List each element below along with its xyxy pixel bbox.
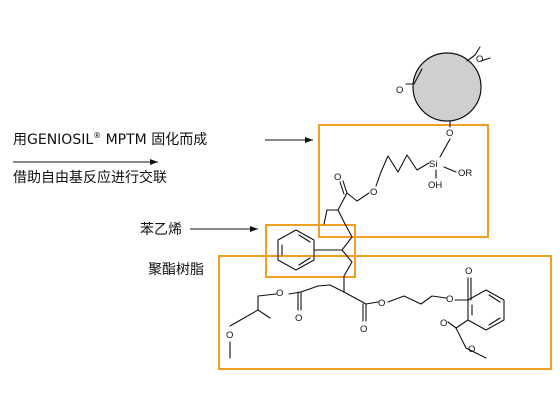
or-group: OR xyxy=(458,168,472,179)
oxygen-atom-top: O xyxy=(476,54,483,65)
chain-o-bond xyxy=(375,171,382,187)
right-carbonyl-oxygen: O xyxy=(360,324,367,335)
ester-oxygen: O xyxy=(370,187,377,198)
phthalate-top-oxygen: O xyxy=(465,266,472,277)
methoxy-bond-top xyxy=(466,46,481,62)
phthalate-lower-oxygen: O xyxy=(440,318,447,329)
benzene-inner-bonds xyxy=(281,234,311,266)
right-ester-oxygen: O xyxy=(378,298,385,309)
geniosil-label: 用GENIOSIL® MPTM 固化而成 xyxy=(13,131,207,148)
polyester-oxygen-left: O xyxy=(276,288,283,299)
phthalate-ring xyxy=(467,289,505,331)
propyl-chain xyxy=(380,154,430,173)
oxygen-atom-left: O xyxy=(396,85,403,96)
phthalate-lower-ester xyxy=(447,319,469,329)
ethylene-glycol-chain xyxy=(387,295,447,305)
phthalate-top-carbonyl xyxy=(467,277,472,301)
si-or-bond xyxy=(443,166,457,173)
carbonyl-double-bond xyxy=(339,180,348,195)
styrene-label: 苯乙烯 xyxy=(140,221,182,238)
silica-particle-icon xyxy=(412,52,482,122)
methyl-branch xyxy=(257,309,271,319)
phthalate-oxygen: O xyxy=(446,294,453,305)
methyl-ester-chain xyxy=(455,327,487,359)
polymer-backbone xyxy=(323,192,353,277)
polyester-frame xyxy=(218,255,552,370)
ester-bond xyxy=(346,192,370,202)
methyl-ester-oxygen: O xyxy=(468,344,475,355)
polyester-resin-label: 聚酯树脂 xyxy=(148,262,204,278)
phthalate-inner-bonds xyxy=(471,294,501,326)
radical-crosslink-label: 借助自由基反应进行交联 xyxy=(13,169,167,186)
propylene-glycol-chain xyxy=(229,293,277,327)
right-ester-bond xyxy=(365,301,379,305)
styrene-frame xyxy=(265,224,356,278)
left-ester-bond xyxy=(288,291,302,295)
silane-frame xyxy=(318,124,489,238)
si-o-bond xyxy=(439,138,451,158)
left-carbonyl-oxygen: O xyxy=(295,313,302,324)
polyester-left-chain xyxy=(300,275,345,293)
benzene-ring xyxy=(277,229,315,271)
glycol-oxygen: O xyxy=(226,330,233,341)
silicon-atom: Si xyxy=(429,159,437,170)
polyester-right-start xyxy=(343,291,367,305)
methyl-bond-top xyxy=(480,57,491,62)
methoxy-bond-left xyxy=(405,68,423,85)
right-carbonyl xyxy=(362,303,367,322)
oh-group: OH xyxy=(428,180,442,191)
left-carbonyl xyxy=(297,291,302,311)
carbonyl-oxygen: O xyxy=(334,172,341,183)
oxygen-atom-link: O xyxy=(446,128,453,139)
